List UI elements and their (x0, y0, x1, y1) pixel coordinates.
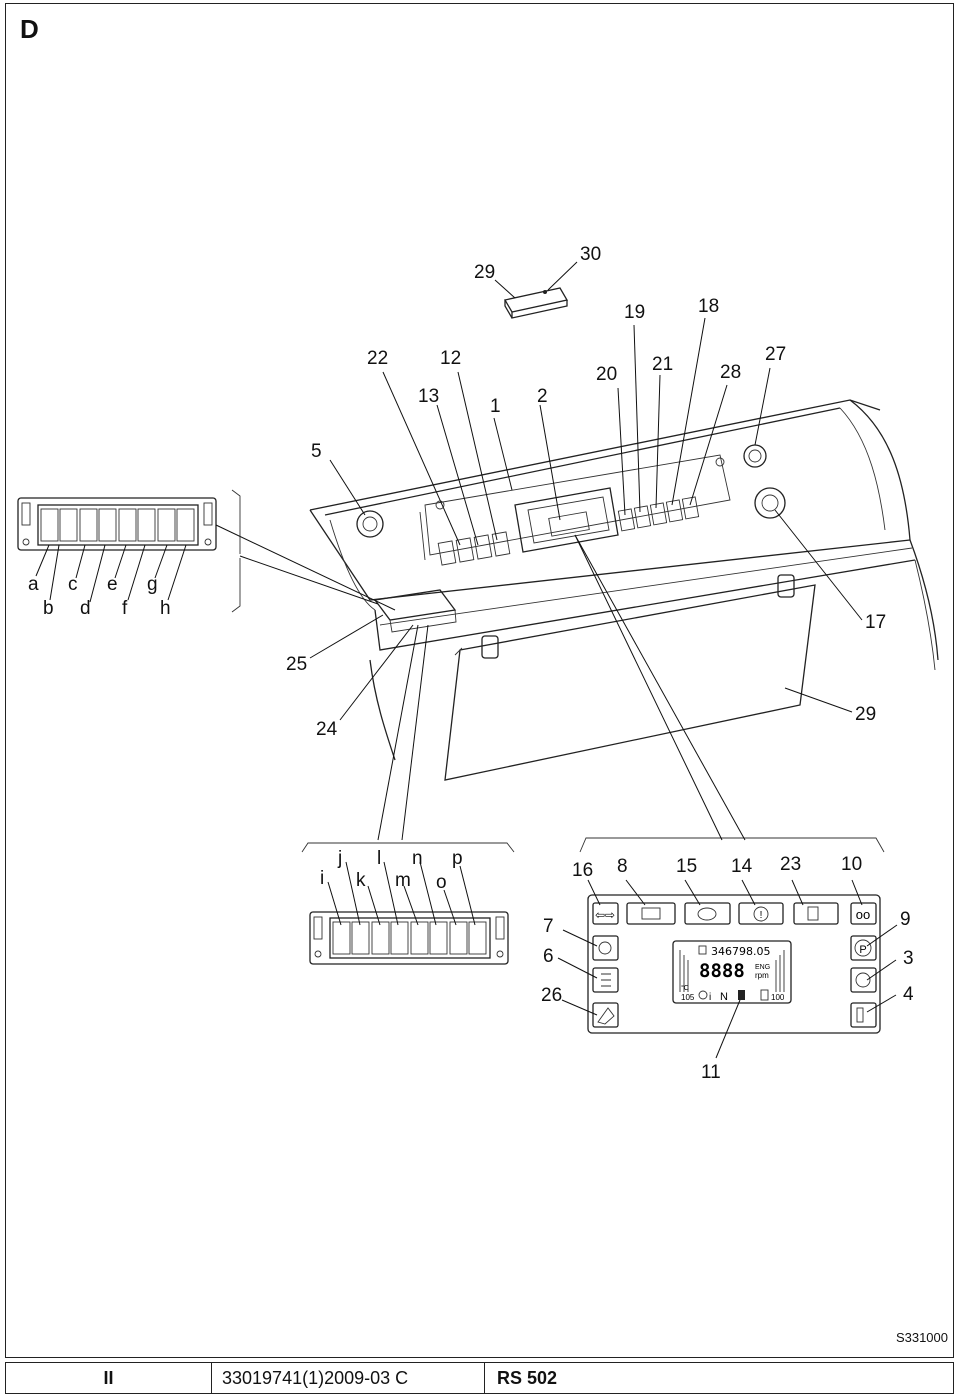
dashboard-panel (309, 399, 939, 781)
switch-strip-a-h (17, 489, 241, 613)
tilt-lamp (592, 1002, 619, 1028)
svg-text:P: P (859, 944, 866, 956)
oil-pressure-lamp (684, 902, 731, 925)
warning-lamp (738, 902, 784, 925)
work-light-lamp (592, 935, 619, 961)
lcd-fuel-max: 100 (771, 993, 785, 1002)
label-5: 5 (311, 441, 322, 462)
label-h: h (160, 598, 171, 619)
label-30: 30 (580, 244, 601, 265)
label-3: 3 (903, 948, 914, 969)
reference-code: S331000 (895, 1330, 948, 1345)
switch-strip-i-p (301, 842, 515, 965)
label-29-top: 29 (474, 262, 495, 283)
label-2: 2 (537, 386, 548, 407)
section-letter: D (20, 14, 39, 44)
label-29-door: 29 (855, 704, 876, 725)
lcd-temp-max: 105 (681, 993, 695, 1002)
label-26: 26 (541, 985, 562, 1006)
label-e: e (107, 574, 118, 595)
label-c: c (68, 574, 78, 595)
label-n: n (412, 848, 423, 869)
parking-brake-lamp (850, 935, 877, 961)
label-1: 1 (490, 396, 501, 417)
lcd-rpm-digits: 8888 (699, 960, 745, 982)
label-22: 22 (367, 348, 388, 369)
label-14: 14 (731, 856, 753, 877)
label-m: m (395, 870, 411, 891)
drawing-frame (5, 3, 954, 1358)
label-f: f (122, 598, 128, 619)
lcd-gear: N (720, 991, 728, 1003)
footer-model: RS 502 (497, 1368, 558, 1388)
dashboard-diagram: ⇦⇨ ! oo P 346798.05 8888 (17, 244, 939, 1083)
svg-text:i: i (709, 992, 711, 1003)
label-k: k (356, 870, 366, 891)
label-20: 20 (596, 364, 617, 385)
svg-text:oo: oo (856, 907, 870, 922)
label-a: a (28, 574, 39, 595)
label-27: 27 (765, 344, 786, 365)
svg-text:⇦⇨: ⇦⇨ (595, 908, 615, 922)
label-4: 4 (903, 984, 914, 1005)
label-9: 9 (900, 909, 911, 930)
label-17: 17 (865, 612, 886, 633)
footer-chapter: II (6, 1363, 212, 1393)
footer-doc-number: 33019741(1)2009-03 C (212, 1363, 485, 1393)
label-6: 6 (543, 946, 554, 967)
label-15: 15 (676, 856, 697, 877)
callout-labels: 29 30 19 18 22 12 20 21 27 28 13 1 2 5 a… (28, 244, 914, 1083)
label-13: 13 (418, 386, 439, 407)
part-block-29 (503, 287, 569, 319)
fuel-filter-lamp (850, 1002, 877, 1028)
label-d: d (80, 598, 91, 619)
label-16: 16 (572, 860, 593, 881)
glow-plug-lamp (850, 902, 877, 925)
label-o: o (436, 872, 447, 893)
label-18: 18 (698, 296, 719, 317)
lcd-rpm-unit: rpm (755, 971, 769, 980)
label-b: b (43, 598, 54, 619)
headlight-lamp (592, 967, 619, 993)
lcd-hours: 346798.05 (711, 945, 771, 958)
battery-lamp (626, 902, 676, 925)
lcd-eng: ENG (755, 964, 770, 971)
label-8: 8 (617, 856, 628, 877)
label-28: 28 (720, 362, 741, 383)
label-25: 25 (286, 654, 307, 675)
label-p: p (452, 848, 463, 869)
label-11: 11 (701, 1062, 721, 1083)
label-7: 7 (543, 916, 554, 937)
label-19: 19 (624, 302, 645, 323)
turn-signal-lamp (592, 902, 619, 925)
label-i: i (320, 868, 324, 889)
lcd-temp-unit: °C (681, 984, 689, 992)
instrument-panel: ⇦⇨ ! oo P 346798.05 8888 (579, 837, 885, 1034)
leader-lines (35, 261, 898, 1059)
lcd-display (672, 940, 792, 1004)
label-g: g (147, 574, 158, 595)
hydraulic-lamp (850, 967, 877, 993)
label-l: l (377, 848, 381, 869)
label-10: 10 (841, 854, 862, 875)
footer: II 33019741(1)2009-03 C RS 502 (5, 1362, 954, 1394)
svg-text:!: ! (760, 910, 763, 921)
label-24: 24 (316, 719, 338, 740)
label-21: 21 (652, 354, 673, 375)
label-12: 12 (440, 348, 461, 369)
coolant-temp-lamp (793, 902, 839, 925)
label-j: j (337, 848, 342, 869)
label-23: 23 (780, 854, 801, 875)
